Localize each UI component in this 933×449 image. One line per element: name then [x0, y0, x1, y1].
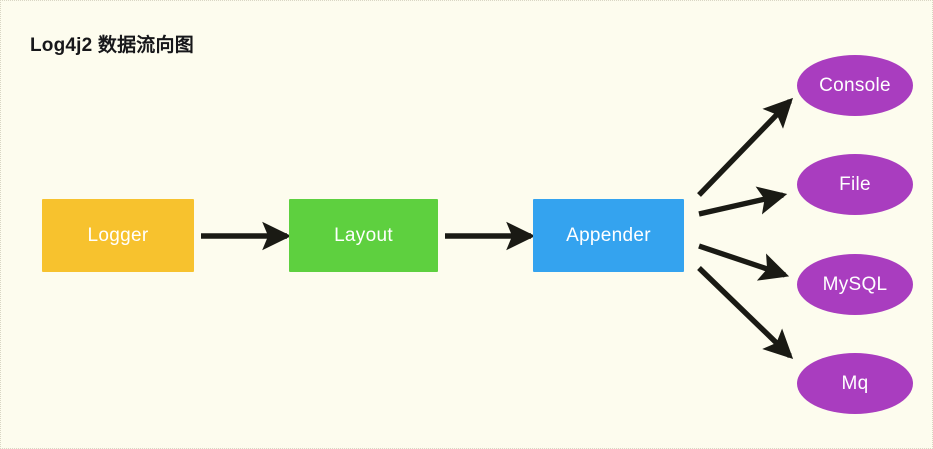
node-file[interactable]: File [797, 154, 913, 215]
edge-appender-to-console [697, 97, 794, 197]
node-label-appender: Appender [566, 224, 651, 246]
edge-appender-to-file [698, 186, 788, 217]
node-label-console: Console [819, 74, 891, 96]
node-label-mq: Mq [841, 372, 869, 394]
node-label-logger: Logger [87, 224, 149, 246]
node-console[interactable]: Console [797, 55, 913, 116]
page-title: Log4j2 数据流向图 [30, 35, 194, 56]
edge-appender-to-mq [697, 266, 794, 360]
node-appender[interactable]: Appender [533, 199, 684, 272]
node-mq[interactable]: Mq [797, 353, 913, 414]
node-mysql[interactable]: MySQL [797, 254, 913, 315]
node-label-mysql: MySQL [822, 273, 888, 295]
node-layout[interactable]: Layout [289, 199, 438, 272]
node-label-file: File [839, 173, 871, 195]
node-label-layout: Layout [334, 224, 393, 246]
node-logger[interactable]: Logger [42, 199, 194, 272]
edge-appender-to-mysql [698, 243, 790, 281]
